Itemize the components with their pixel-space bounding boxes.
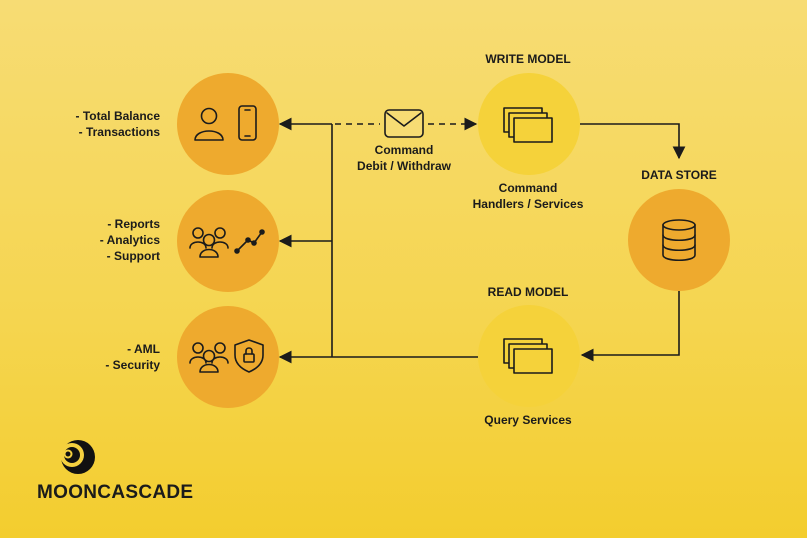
write-caption-line-1: Command (498, 181, 558, 195)
client-circle-3 (177, 306, 279, 408)
read-model-title: READ MODEL (487, 285, 569, 299)
arrow-store-to-read (580, 291, 680, 362)
label-reports: - Reports (107, 217, 160, 231)
read-model-caption: Query Services (484, 413, 572, 427)
group-icon (189, 342, 229, 373)
database-icon (662, 219, 696, 262)
client-3-labels: - AML - Security (105, 341, 160, 373)
envelope-icon (384, 109, 424, 138)
brand-name: MOONCASCADE (37, 482, 194, 503)
documents-icon (503, 338, 553, 374)
user-icon (194, 107, 224, 141)
client-circle-1 (177, 73, 279, 175)
write-model-title: WRITE MODEL (485, 52, 571, 66)
write-model-caption: Command Handlers / Services (473, 180, 584, 212)
client-2-labels: - Reports - Analytics - Support (100, 216, 160, 264)
write-caption-line-2: Handlers / Services (472, 197, 584, 211)
connectors (278, 117, 686, 364)
command-label: Command Debit / Withdraw (357, 142, 451, 174)
shield-lock-icon (234, 339, 264, 373)
data-store-title: DATA STORE (641, 168, 717, 182)
label-total-balance: - Total Balance (75, 109, 160, 123)
documents-icon (503, 107, 553, 143)
command-line-2: Debit / Withdraw (357, 159, 451, 173)
command-line-1: Command (374, 143, 434, 157)
trend-icon (234, 229, 265, 254)
label-analytics: - Analytics (99, 233, 160, 247)
label-aml: - AML (127, 342, 160, 356)
label-support: - Support (106, 249, 160, 263)
phone-icon (238, 105, 257, 141)
label-transactions: - Transactions (78, 125, 160, 139)
arrow-write-to-store (580, 123, 686, 160)
label-security: - Security (105, 358, 160, 372)
client-1-labels: - Total Balance - Transactions (76, 108, 160, 140)
client-circle-2 (177, 190, 279, 292)
mooncascade-logo-icon (60, 440, 95, 474)
group-icon (189, 227, 229, 258)
